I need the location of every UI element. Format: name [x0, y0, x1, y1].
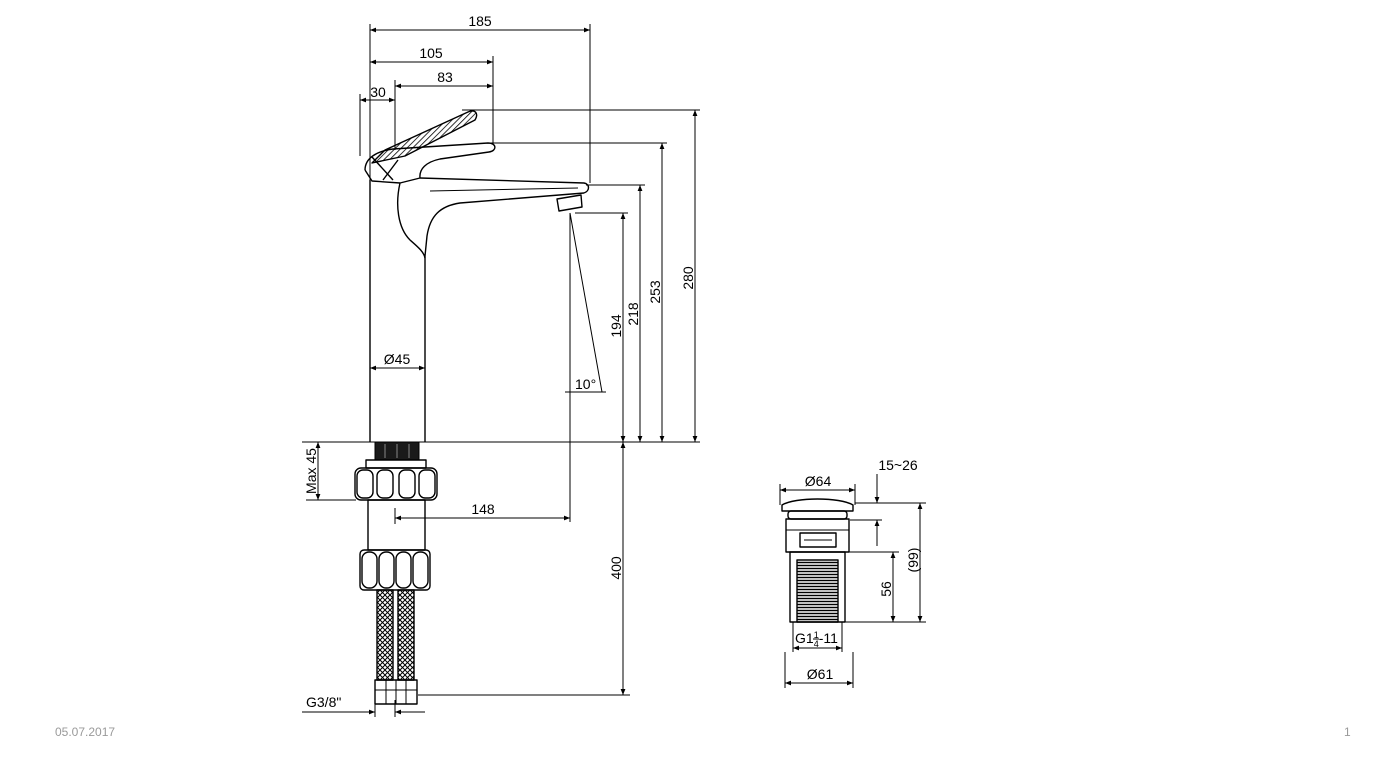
- footer-page-number: 1: [1344, 725, 1351, 739]
- handle-joint: [364, 156, 401, 184]
- dim-diameter-61-label: Ø61: [807, 666, 834, 682]
- faucet-dimensions: 185 105 83 30 Ø45 10° 194 218 253 280 Ma…: [302, 13, 698, 715]
- spout-top: [399, 177, 590, 194]
- shank: [367, 499, 426, 551]
- dim-280-label: 280: [680, 266, 696, 290]
- dim-185-label: 185: [468, 13, 492, 29]
- waste-flange: [787, 510, 848, 520]
- base-thread-lines: [384, 444, 410, 458]
- lower-nut-flute: [361, 551, 378, 589]
- dim-diameter-64-label: Ø64: [805, 473, 832, 489]
- hose-end-detail: [375, 680, 417, 704]
- thread-suffix: -11: [819, 630, 838, 646]
- hose-right: [397, 589, 415, 681]
- lower-nut-flute: [378, 551, 395, 589]
- aerator: [556, 194, 583, 212]
- faucet-mounting: [354, 441, 438, 705]
- waste-cap: [781, 498, 854, 512]
- nut-flute: [398, 469, 416, 499]
- faucet: [364, 110, 590, 442]
- dim-99-label: (99): [905, 548, 921, 573]
- dim-30-label: 30: [370, 84, 386, 100]
- nut-flute: [356, 469, 374, 499]
- dim-218-label: 218: [625, 302, 641, 326]
- spout-highlight: [429, 187, 579, 192]
- hose-left: [376, 589, 394, 681]
- nut-flute: [376, 469, 394, 499]
- dim-diameter-45-label: Ø45: [384, 351, 411, 367]
- dim-max45-label: Max 45: [303, 448, 319, 494]
- dim-83-label: 83: [437, 69, 453, 85]
- dim-56-label: 56: [878, 581, 894, 597]
- dim-194-label: 194: [608, 314, 624, 338]
- lower-nut-flute: [412, 551, 429, 589]
- thread-fraction-numerator: 1: [814, 630, 819, 640]
- dim-400-label: 400: [608, 556, 624, 580]
- nut-flute: [418, 469, 436, 499]
- waste-opening: [799, 532, 837, 548]
- body-front-curve: [397, 182, 426, 259]
- footer-date: 05.07.2017: [55, 725, 115, 739]
- lower-nut: [359, 549, 431, 591]
- waste-extension-lines: [779, 484, 926, 688]
- dim-253-label: 253: [647, 280, 663, 304]
- dim-105-label: 105: [419, 45, 443, 61]
- dim-148-label: 148: [471, 501, 495, 517]
- thread-fraction-denominator: 4: [814, 639, 819, 649]
- handle-head: [364, 142, 496, 179]
- nut-washer: [365, 459, 427, 469]
- dim-15-26-label: 15~26: [878, 457, 918, 473]
- spout-bottom: [424, 192, 585, 257]
- lower-nut-flute: [395, 551, 412, 589]
- waste-thread: [796, 559, 839, 623]
- angle-reference-line: [565, 212, 606, 393]
- handle-lever: [371, 110, 478, 164]
- nut-body: [354, 467, 438, 501]
- thread-prefix: G1: [795, 630, 814, 646]
- dim-thread-label: G3/8": [306, 694, 341, 710]
- dim-angle-label: 10°: [575, 376, 596, 392]
